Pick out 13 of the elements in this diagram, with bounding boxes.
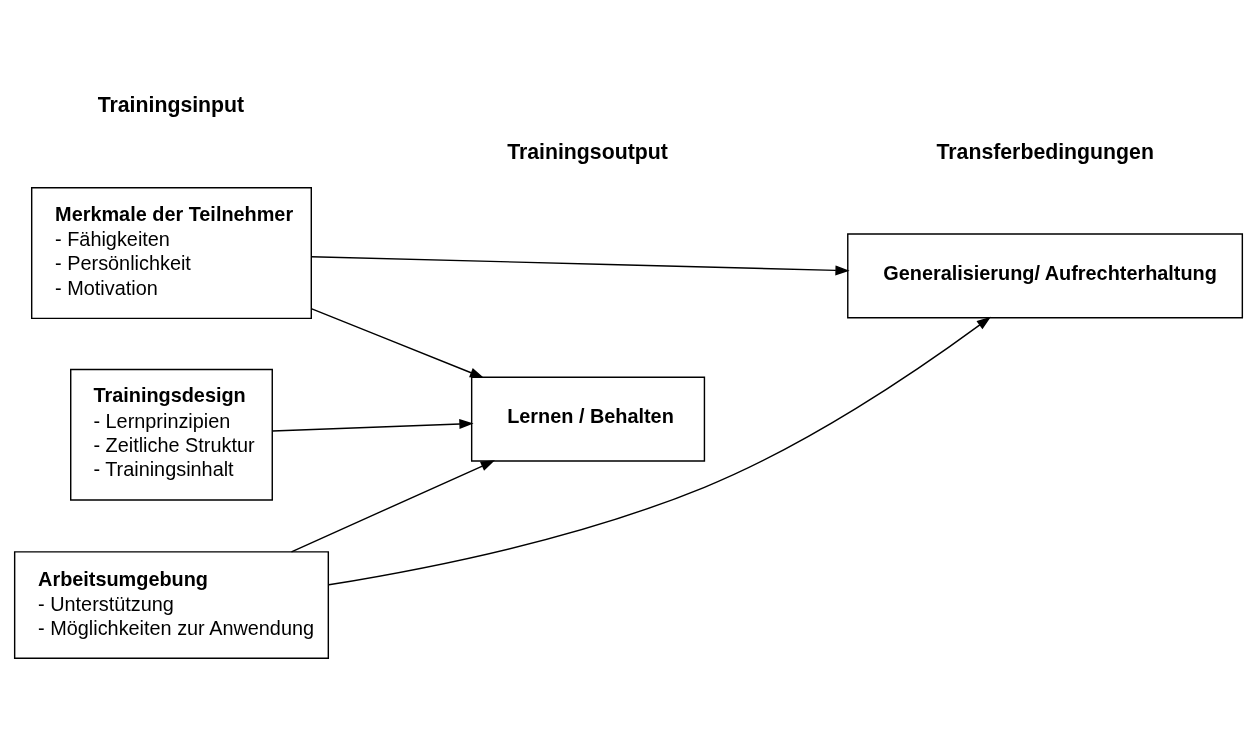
arrow <box>328 316 991 586</box>
label: Transferbedingungen <box>936 139 1154 164</box>
node-box: Lernen / Behalten <box>470 376 706 462</box>
node-box: Merkmale der Teilnehmer - Fähigkeiten - Persönlichkeit - Motivation <box>31 187 312 320</box>
label: Trainingsinput <box>97 92 245 117</box>
label: Trainingsoutput <box>507 139 668 164</box>
arrow <box>271 419 474 432</box>
node-box: Arbeitsumgebung - Unterstützung - Möglichkeiten zur Anwendung <box>13 551 330 660</box>
arrow <box>311 308 485 379</box>
arrow <box>310 256 850 276</box>
arrow <box>290 460 495 553</box>
node-box: Generalisierung/ Aufrechterhaltung <box>847 233 1244 319</box>
node-box: Trainingsdesign - Lernprinzipien - Zeitliche Struktur - Trainingsinhalt <box>70 368 273 501</box>
